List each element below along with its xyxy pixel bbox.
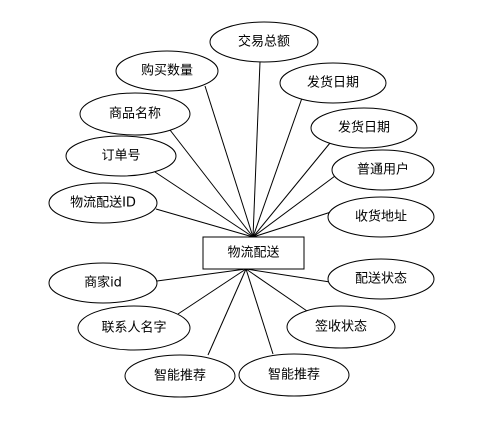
attribute-ellipse <box>331 149 435 191</box>
attribute-label: 商家id <box>84 275 122 291</box>
attribute-ellipse <box>279 62 387 104</box>
connector-line <box>177 268 247 315</box>
attribute-node: 发货日期 <box>279 62 387 104</box>
connector-line <box>154 171 254 238</box>
attribute-node: 联系人名字 <box>77 305 191 351</box>
attribute-ellipse <box>79 92 191 136</box>
attribute-node: 发货日期 <box>310 107 418 149</box>
connector-line <box>252 211 332 238</box>
attribute-node: 物流配送ID <box>48 182 158 224</box>
connector-line <box>156 268 247 282</box>
attribute-label: 发货日期 <box>338 120 390 136</box>
entity-label: 物流配送 <box>227 246 279 261</box>
attribute-label: 物流配送ID <box>70 196 136 211</box>
attribute-ellipse <box>238 353 350 397</box>
attribute-node: 交易总额 <box>209 21 319 63</box>
attribute-ellipse <box>209 21 319 63</box>
attribute-ellipse <box>77 305 191 351</box>
attribute-ellipse <box>115 50 219 92</box>
attribute-node: 签收状态 <box>286 305 396 349</box>
attribute-ellipse <box>48 262 158 304</box>
attribute-label: 购买数量 <box>141 63 193 79</box>
connector-line <box>252 175 336 238</box>
attribute-node: 商家id <box>48 262 158 304</box>
entity-node: 物流配送 <box>202 236 305 270</box>
attribute-ellipse <box>310 107 418 149</box>
attribute-label: 智能推荐 <box>154 369 206 384</box>
attribute-ellipse <box>286 305 396 349</box>
connector-line <box>245 268 331 283</box>
attribute-node: 配送状态 <box>327 258 435 300</box>
attribute-label: 普通用户 <box>357 162 409 178</box>
connector-line <box>155 208 254 238</box>
attribute-ellipse <box>65 135 177 177</box>
attribute-ellipse <box>327 196 435 238</box>
attribute-node: 购买数量 <box>115 50 219 92</box>
attribute-node: 智能推荐 <box>238 353 350 397</box>
attribute-label: 交易总额 <box>238 34 290 50</box>
connector-line <box>252 97 303 238</box>
connector-line <box>169 129 254 238</box>
attribute-label: 收货地址 <box>355 209 407 225</box>
connector-line <box>245 268 308 312</box>
connector-line <box>204 85 254 238</box>
attribute-node: 商品名称 <box>79 92 191 136</box>
attribute-node: 智能推荐 <box>124 354 236 398</box>
attribute-ellipse <box>124 354 236 398</box>
attribute-ellipse <box>48 182 158 224</box>
attribute-node: 普通用户 <box>331 149 435 191</box>
connector-line <box>245 268 274 355</box>
attribute-label: 发货日期 <box>307 75 359 91</box>
attribute-node: 收货地址 <box>327 196 435 238</box>
attribute-label: 订单号 <box>101 149 140 164</box>
attribute-label: 商品名称 <box>109 106 161 122</box>
entity-box <box>202 236 305 270</box>
attribute-label: 智能推荐 <box>268 368 320 383</box>
attribute-label: 联系人名字 <box>101 320 166 336</box>
attribute-label: 配送状态 <box>355 272 407 287</box>
attribute-nodes: 交易总额购买数量发货日期商品名称发货日期订单号普通用户物流配送ID收货地址商家i… <box>48 21 435 398</box>
attribute-node: 订单号 <box>65 135 177 177</box>
attribute-ellipse <box>327 258 435 300</box>
connector-line <box>252 142 331 238</box>
connector-line <box>207 268 247 356</box>
connector-line <box>252 61 261 238</box>
attribute-label: 签收状态 <box>315 319 367 335</box>
connector-lines <box>154 61 336 356</box>
